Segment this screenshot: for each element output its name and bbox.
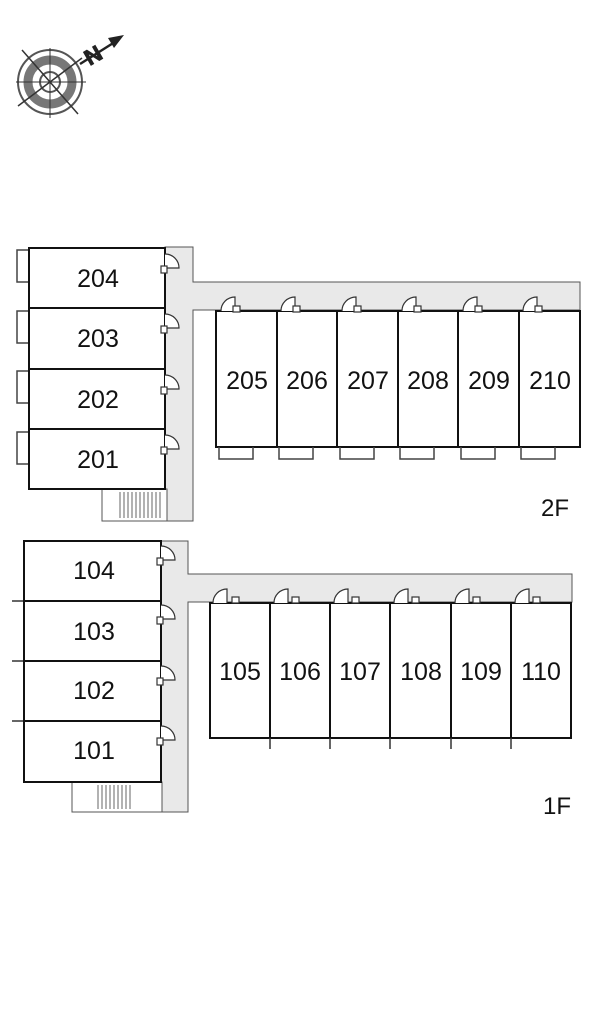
room-2f-l1: 203 [28, 307, 166, 370]
room-2f-r4: 209 [457, 310, 520, 448]
room-2f-l0: 204 [28, 247, 166, 309]
room-number: 201 [77, 446, 119, 474]
room-1f-r3: 108 [389, 602, 452, 739]
room-number: 205 [226, 367, 268, 395]
room-1f-l0: 104 [23, 540, 162, 602]
room-2f-r5: 210 [518, 310, 581, 448]
room-2f-l3: 201 [28, 428, 166, 490]
room-1f-r0: 105 [209, 602, 271, 739]
room-number: 108 [400, 658, 442, 686]
room-number: 202 [77, 386, 119, 414]
room-number: 109 [460, 658, 502, 686]
room-number: 209 [468, 367, 510, 395]
balconies-2f-right [218, 447, 556, 460]
north-label: N [80, 41, 108, 72]
north-arrow-icon [108, 35, 124, 48]
room-number: 106 [279, 658, 321, 686]
room-number: 208 [407, 367, 449, 395]
room-number: 107 [339, 658, 381, 686]
doors-1f-left [156, 545, 176, 746]
room-number: 110 [521, 658, 561, 686]
floor-2f: 204 203 202 201 205 206 [16, 246, 581, 522]
room-number: 207 [347, 367, 389, 395]
room-number: 203 [77, 325, 119, 353]
room-number: 101 [73, 737, 115, 765]
staircase-2f [101, 488, 168, 522]
room-1f-l2: 102 [23, 660, 162, 722]
doors-1f-right [212, 588, 541, 604]
room-number: 104 [73, 557, 115, 585]
room-2f-r2: 207 [336, 310, 399, 448]
room-2f-r1: 206 [276, 310, 338, 448]
room-1f-r2: 107 [329, 602, 391, 739]
compass-rose-icon: N [16, 35, 124, 118]
staircase-1f [71, 781, 163, 813]
balconies-2f-left [16, 249, 29, 465]
bottom-wall-marks-1f [269, 738, 512, 749]
room-number: 210 [529, 367, 571, 395]
floor-1f: 104 103 102 101 105 106 [12, 540, 573, 820]
room-number: 204 [77, 265, 119, 293]
room-1f-r1: 106 [269, 602, 331, 739]
room-1f-r4: 109 [450, 602, 512, 739]
room-2f-l2: 202 [28, 368, 166, 430]
room-2f-r0: 205 [215, 310, 278, 448]
room-number: 206 [286, 367, 328, 395]
doors-2f-left [160, 253, 180, 455]
room-2f-r3: 208 [397, 310, 459, 448]
room-number: 105 [219, 658, 261, 686]
room-1f-r5: 110 [510, 602, 572, 739]
room-1f-l3: 101 [23, 720, 162, 783]
room-number: 102 [73, 677, 115, 705]
left-wall-marks-1f [12, 600, 24, 722]
floor-label-1f: 1F [543, 793, 571, 820]
room-number: 103 [73, 618, 115, 646]
doors-2f-right [220, 296, 543, 313]
floor-label-2f: 2F [541, 495, 569, 522]
room-1f-l1: 103 [23, 600, 162, 662]
